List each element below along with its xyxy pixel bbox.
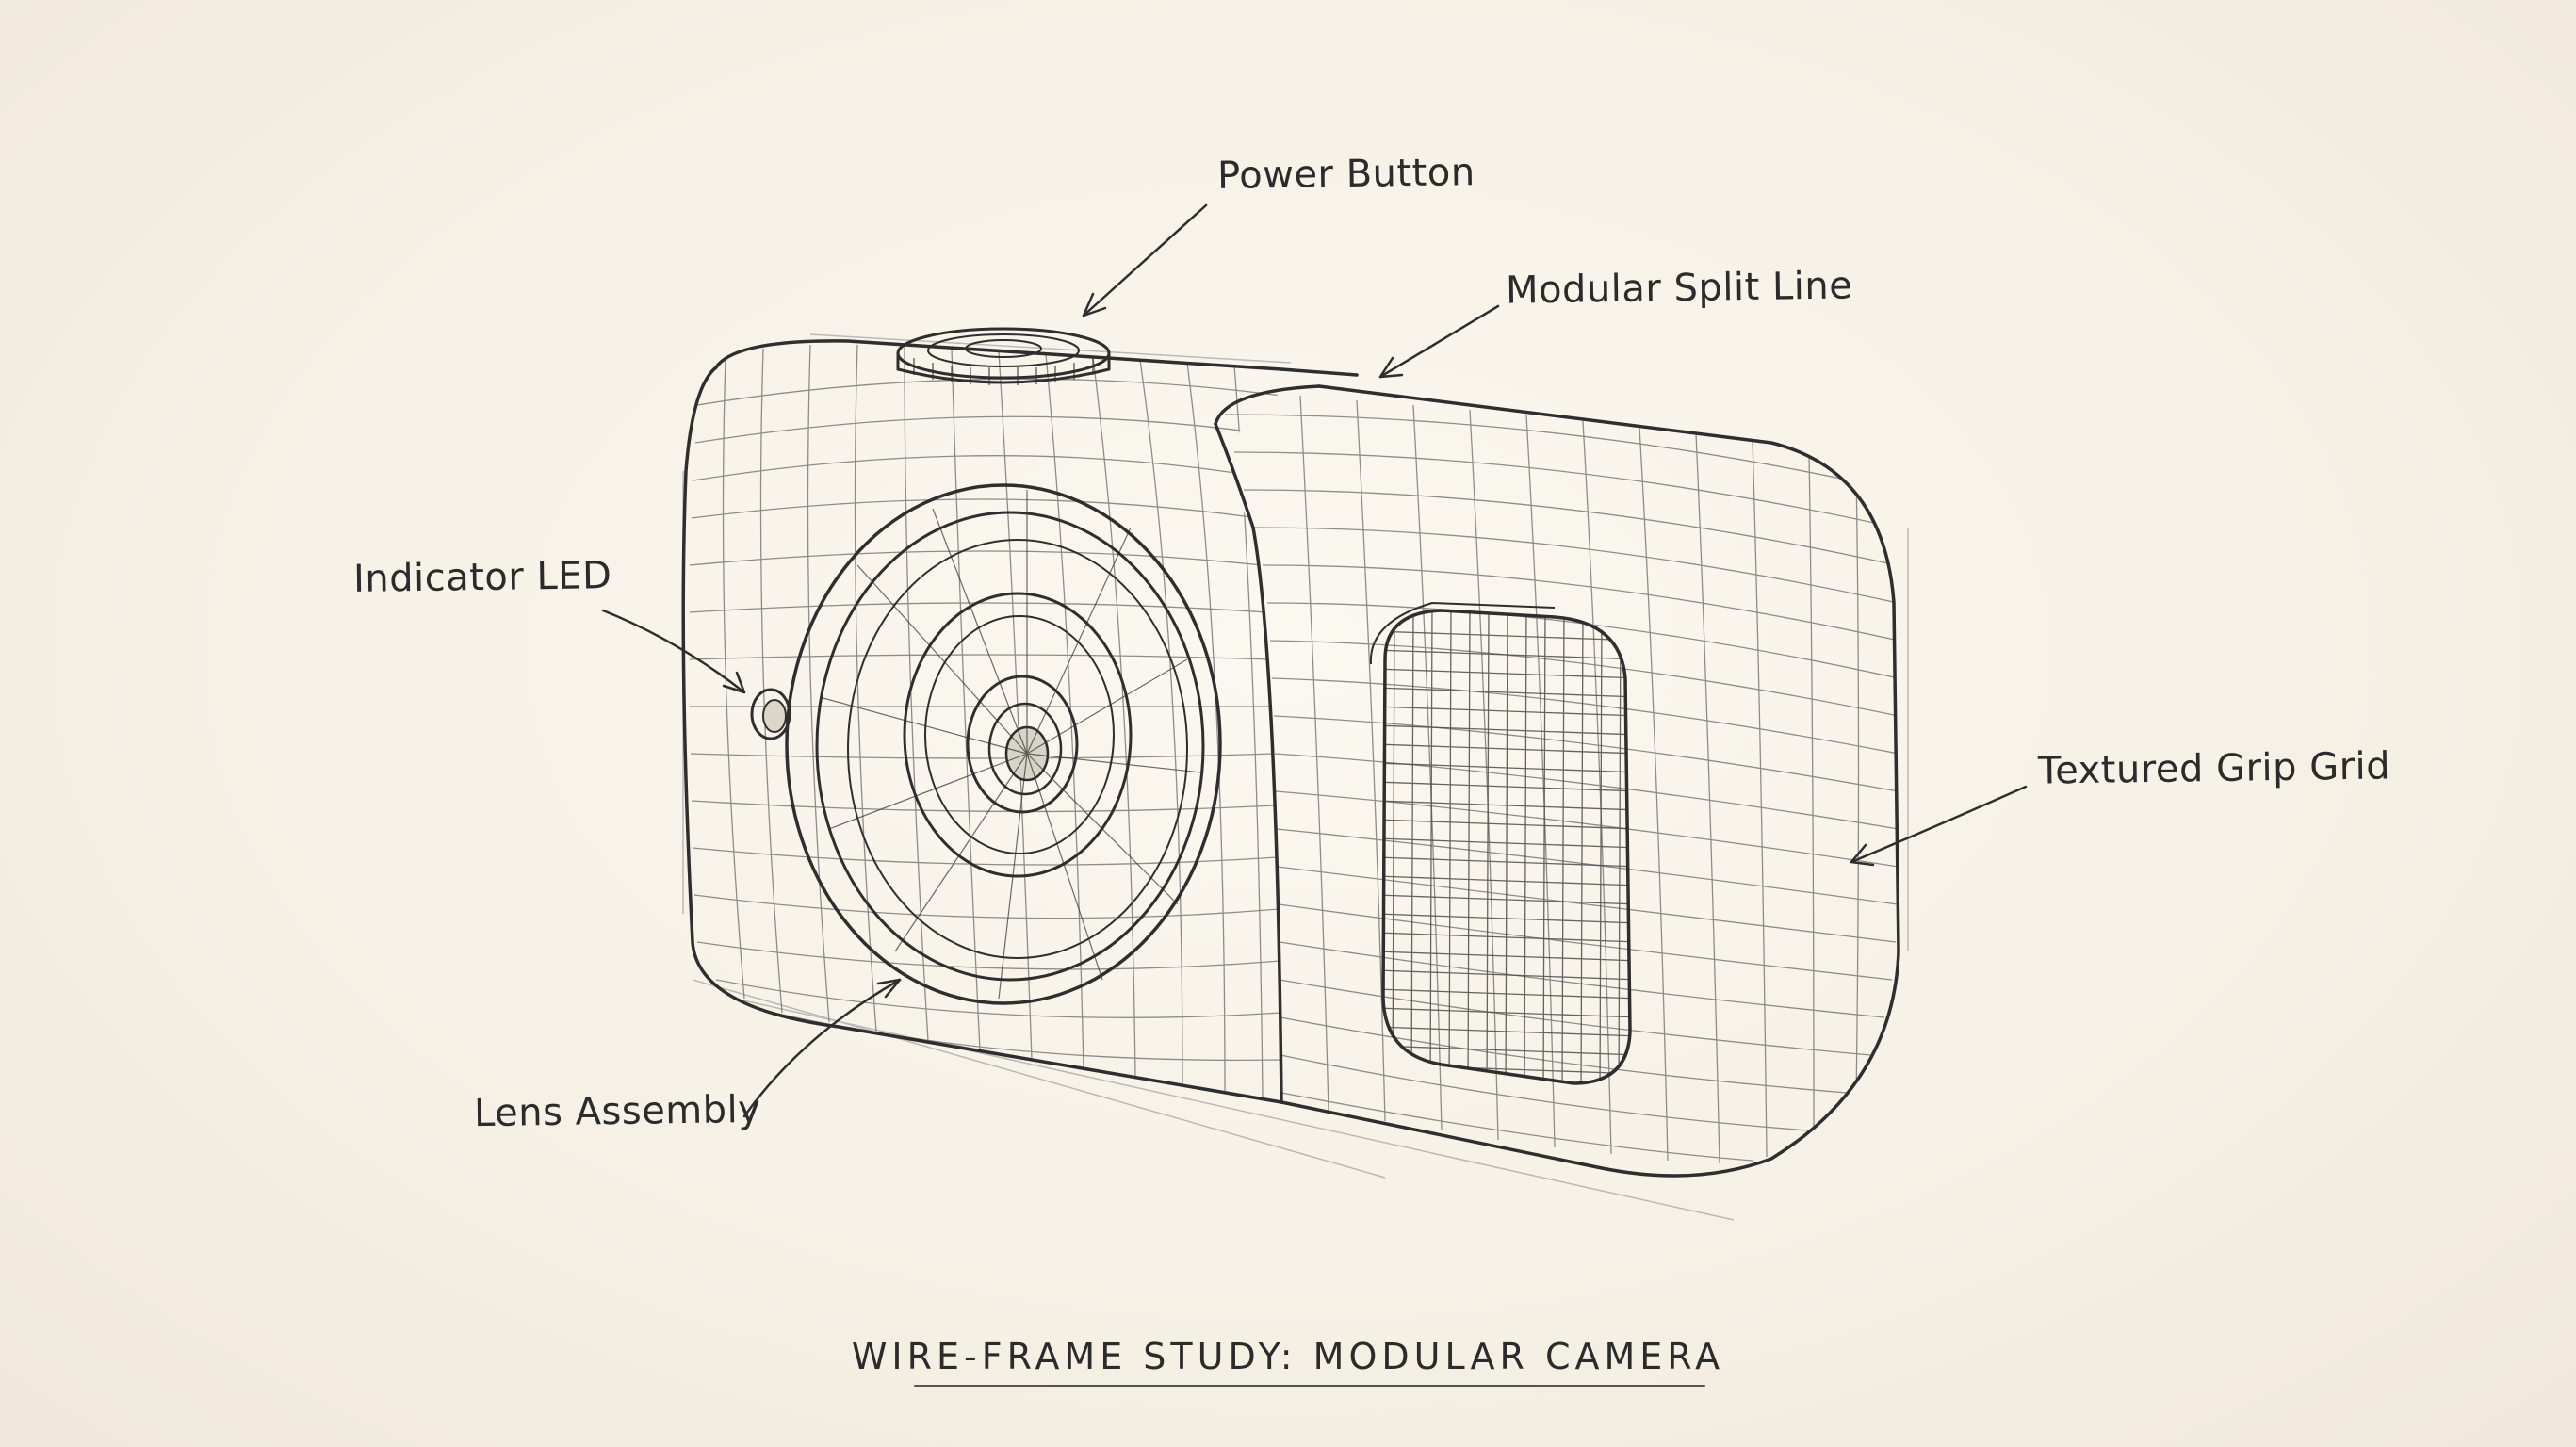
camera-body-outline — [681, 339, 1900, 1178]
label-textured-grip-grid: Textured Grip Grid — [2037, 744, 2391, 793]
label-modular-split-line: Modular Split Line — [1505, 264, 1853, 313]
figure-caption: WIRE-FRAME STUDY: MODULAR CAMERA — [851, 1336, 1725, 1377]
label-power-button: Power Button — [1216, 151, 1475, 198]
caption-underline — [914, 1385, 1705, 1387]
label-indicator-led: Indicator LED — [352, 554, 612, 601]
lens-assembly-arrow — [742, 978, 902, 1118]
indicator-led-shape — [750, 688, 791, 740]
grip-pad-mesh — [1383, 610, 1630, 1083]
leader-arrows — [601, 203, 2028, 1118]
power-button-arrow — [1082, 203, 1208, 317]
side-body-grid — [1224, 395, 1899, 1164]
power-button-shape — [896, 327, 1111, 385]
indicator-led-arrow — [601, 609, 746, 694]
grip-pad-outline — [1381, 609, 1632, 1085]
lens-shape — [785, 483, 1222, 1005]
label-lens-assembly: Lens Assembly — [473, 1087, 761, 1136]
construction-lines — [682, 333, 1909, 1221]
grip-grid-arrow — [1850, 785, 2028, 864]
split-line-arrow — [1378, 304, 1500, 379]
